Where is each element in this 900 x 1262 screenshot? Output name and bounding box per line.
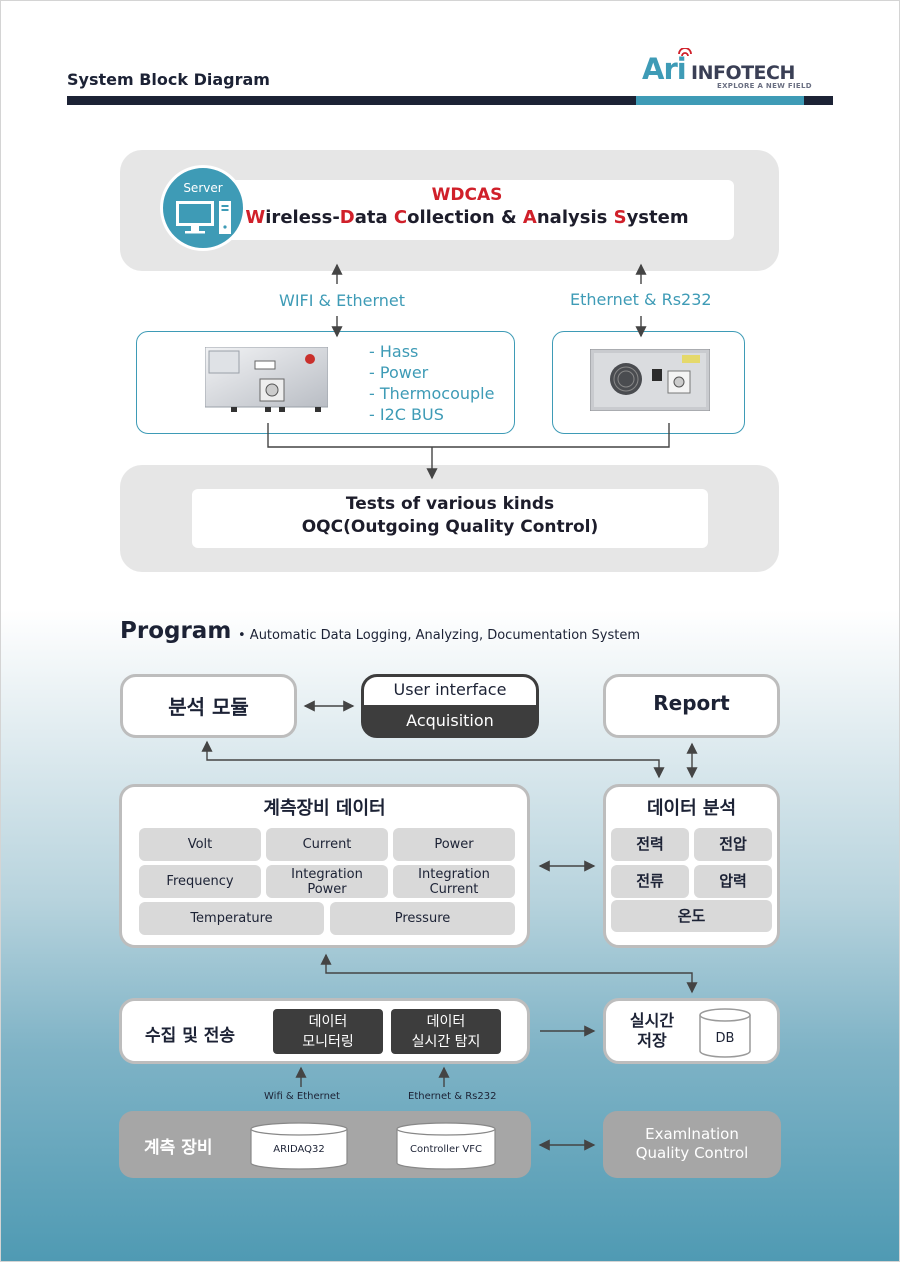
realtime-storage-label: 실시간 저장 [629, 1011, 675, 1050]
server-label: Server [183, 181, 223, 195]
acronym-initial: D [339, 207, 355, 228]
acronym-initial: S [613, 207, 627, 228]
subtitle-fragment: nalysis [536, 207, 614, 228]
header-bar [67, 96, 833, 105]
wifi-waves-icon [678, 48, 692, 57]
aridaq-label: ARIDAQ32 [273, 1144, 325, 1155]
subtitle-fragment: ireless- [265, 207, 340, 228]
ethernet-rs232-link-label: Ethernet & Rs232 [408, 1091, 497, 1102]
device-data-title: 계측장비 데이터 [263, 798, 386, 819]
subtitle-fragment: ata [354, 207, 394, 228]
chip-temperature-kr: 온도 [611, 900, 772, 932]
chip-integration-current: Integration Current [393, 865, 515, 898]
realtime-detection-chip: 데이터 실시간 탐지 [391, 1009, 501, 1054]
header-bar-accent [636, 96, 804, 105]
user-interface-label: User interface [393, 680, 507, 699]
wifi-ethernet-link-label: Wifi & Ethernet [264, 1091, 340, 1102]
feature-item: - I2C BUS [369, 405, 444, 424]
subtitle-fragment: ollection & [407, 207, 523, 228]
acronym-initial: W [245, 207, 266, 228]
chip-integration-power: Integration Power [266, 865, 388, 898]
report-label: Report [653, 691, 730, 715]
program-subtitle: • Automatic Data Logging, Analyzing, Doc… [238, 628, 641, 643]
wdcas-box [200, 180, 734, 240]
db-label: DB [715, 1031, 735, 1046]
ethernet-rs232-label: Ethernet & Rs232 [570, 290, 712, 309]
chip-current: Current [266, 828, 388, 861]
daq-device-image [205, 347, 328, 412]
examination-qc-label: Examlnation Quality Control [635, 1125, 749, 1162]
chip-electric-current: 전류 [611, 865, 689, 898]
chip-electric-power: 전력 [611, 828, 689, 861]
feature-item: - Thermocouple [369, 384, 495, 403]
computer-monitor-icon [176, 201, 231, 234]
database-icon [699, 1008, 751, 1058]
data-monitoring-chip: 데이터 모니터링 [273, 1009, 383, 1054]
wdcas-subtitle: Wireless-Data Collection & Analysis Syst… [200, 207, 734, 228]
feature-item: - Hass [369, 342, 419, 361]
data-analysis-title: 데이터 분석 [646, 798, 737, 819]
report-box [603, 674, 780, 738]
logo-brand-ari: Ari [642, 52, 687, 86]
analysis-module-label: 분석 모듈 [168, 695, 249, 719]
logo-tagline: EXPLORE A NEW FIELD [717, 82, 812, 90]
chip-power: Power [393, 828, 515, 861]
measurement-equipment-label: 계측 장비 [144, 1138, 213, 1158]
acronym-initial: C [393, 207, 408, 228]
chip-frequency: Frequency [139, 865, 261, 898]
aridaq-cylinder-icon [250, 1122, 348, 1170]
chip-pressure: Pressure [330, 902, 515, 935]
chip-temperature: Temperature [139, 902, 324, 935]
acronym-initial: A [522, 207, 537, 228]
vfc-controller-box [552, 331, 745, 434]
oqc-title: OQC(Outgoing Quality Control) [301, 517, 599, 537]
vfc-controller-image [590, 349, 710, 411]
program-title: Program [120, 618, 232, 644]
collect-transmit-label: 수집 및 전송 [145, 1026, 236, 1046]
ui-top-band [364, 677, 536, 705]
controller-vfc-cylinder-icon [396, 1122, 496, 1170]
analysis-module-box [120, 674, 297, 738]
subtitle-fragment: ystem [626, 207, 689, 228]
examination-qc-box [603, 1111, 781, 1178]
page-title: System Block Diagram [67, 70, 270, 89]
tests-title: Tests of various kinds [345, 494, 555, 514]
wifi-ethernet-label: WIFI & Ethernet [279, 291, 406, 310]
chip-pressure-kr: 압력 [694, 865, 772, 898]
wdcas-title: WDCAS [431, 185, 503, 205]
feature-list: - Hass - Power - Thermocouple - I2C BUS [369, 341, 494, 425]
chip-volt: Volt [139, 828, 261, 861]
feature-item: - Power [369, 363, 429, 382]
logo-brand-infotech: INFOTECH [691, 62, 795, 84]
controller-vfc-label: Controller VFC [410, 1144, 482, 1155]
acquisition-label: Acquisition [406, 711, 494, 730]
chip-voltage: 전압 [694, 828, 772, 861]
tests-box [192, 489, 708, 548]
